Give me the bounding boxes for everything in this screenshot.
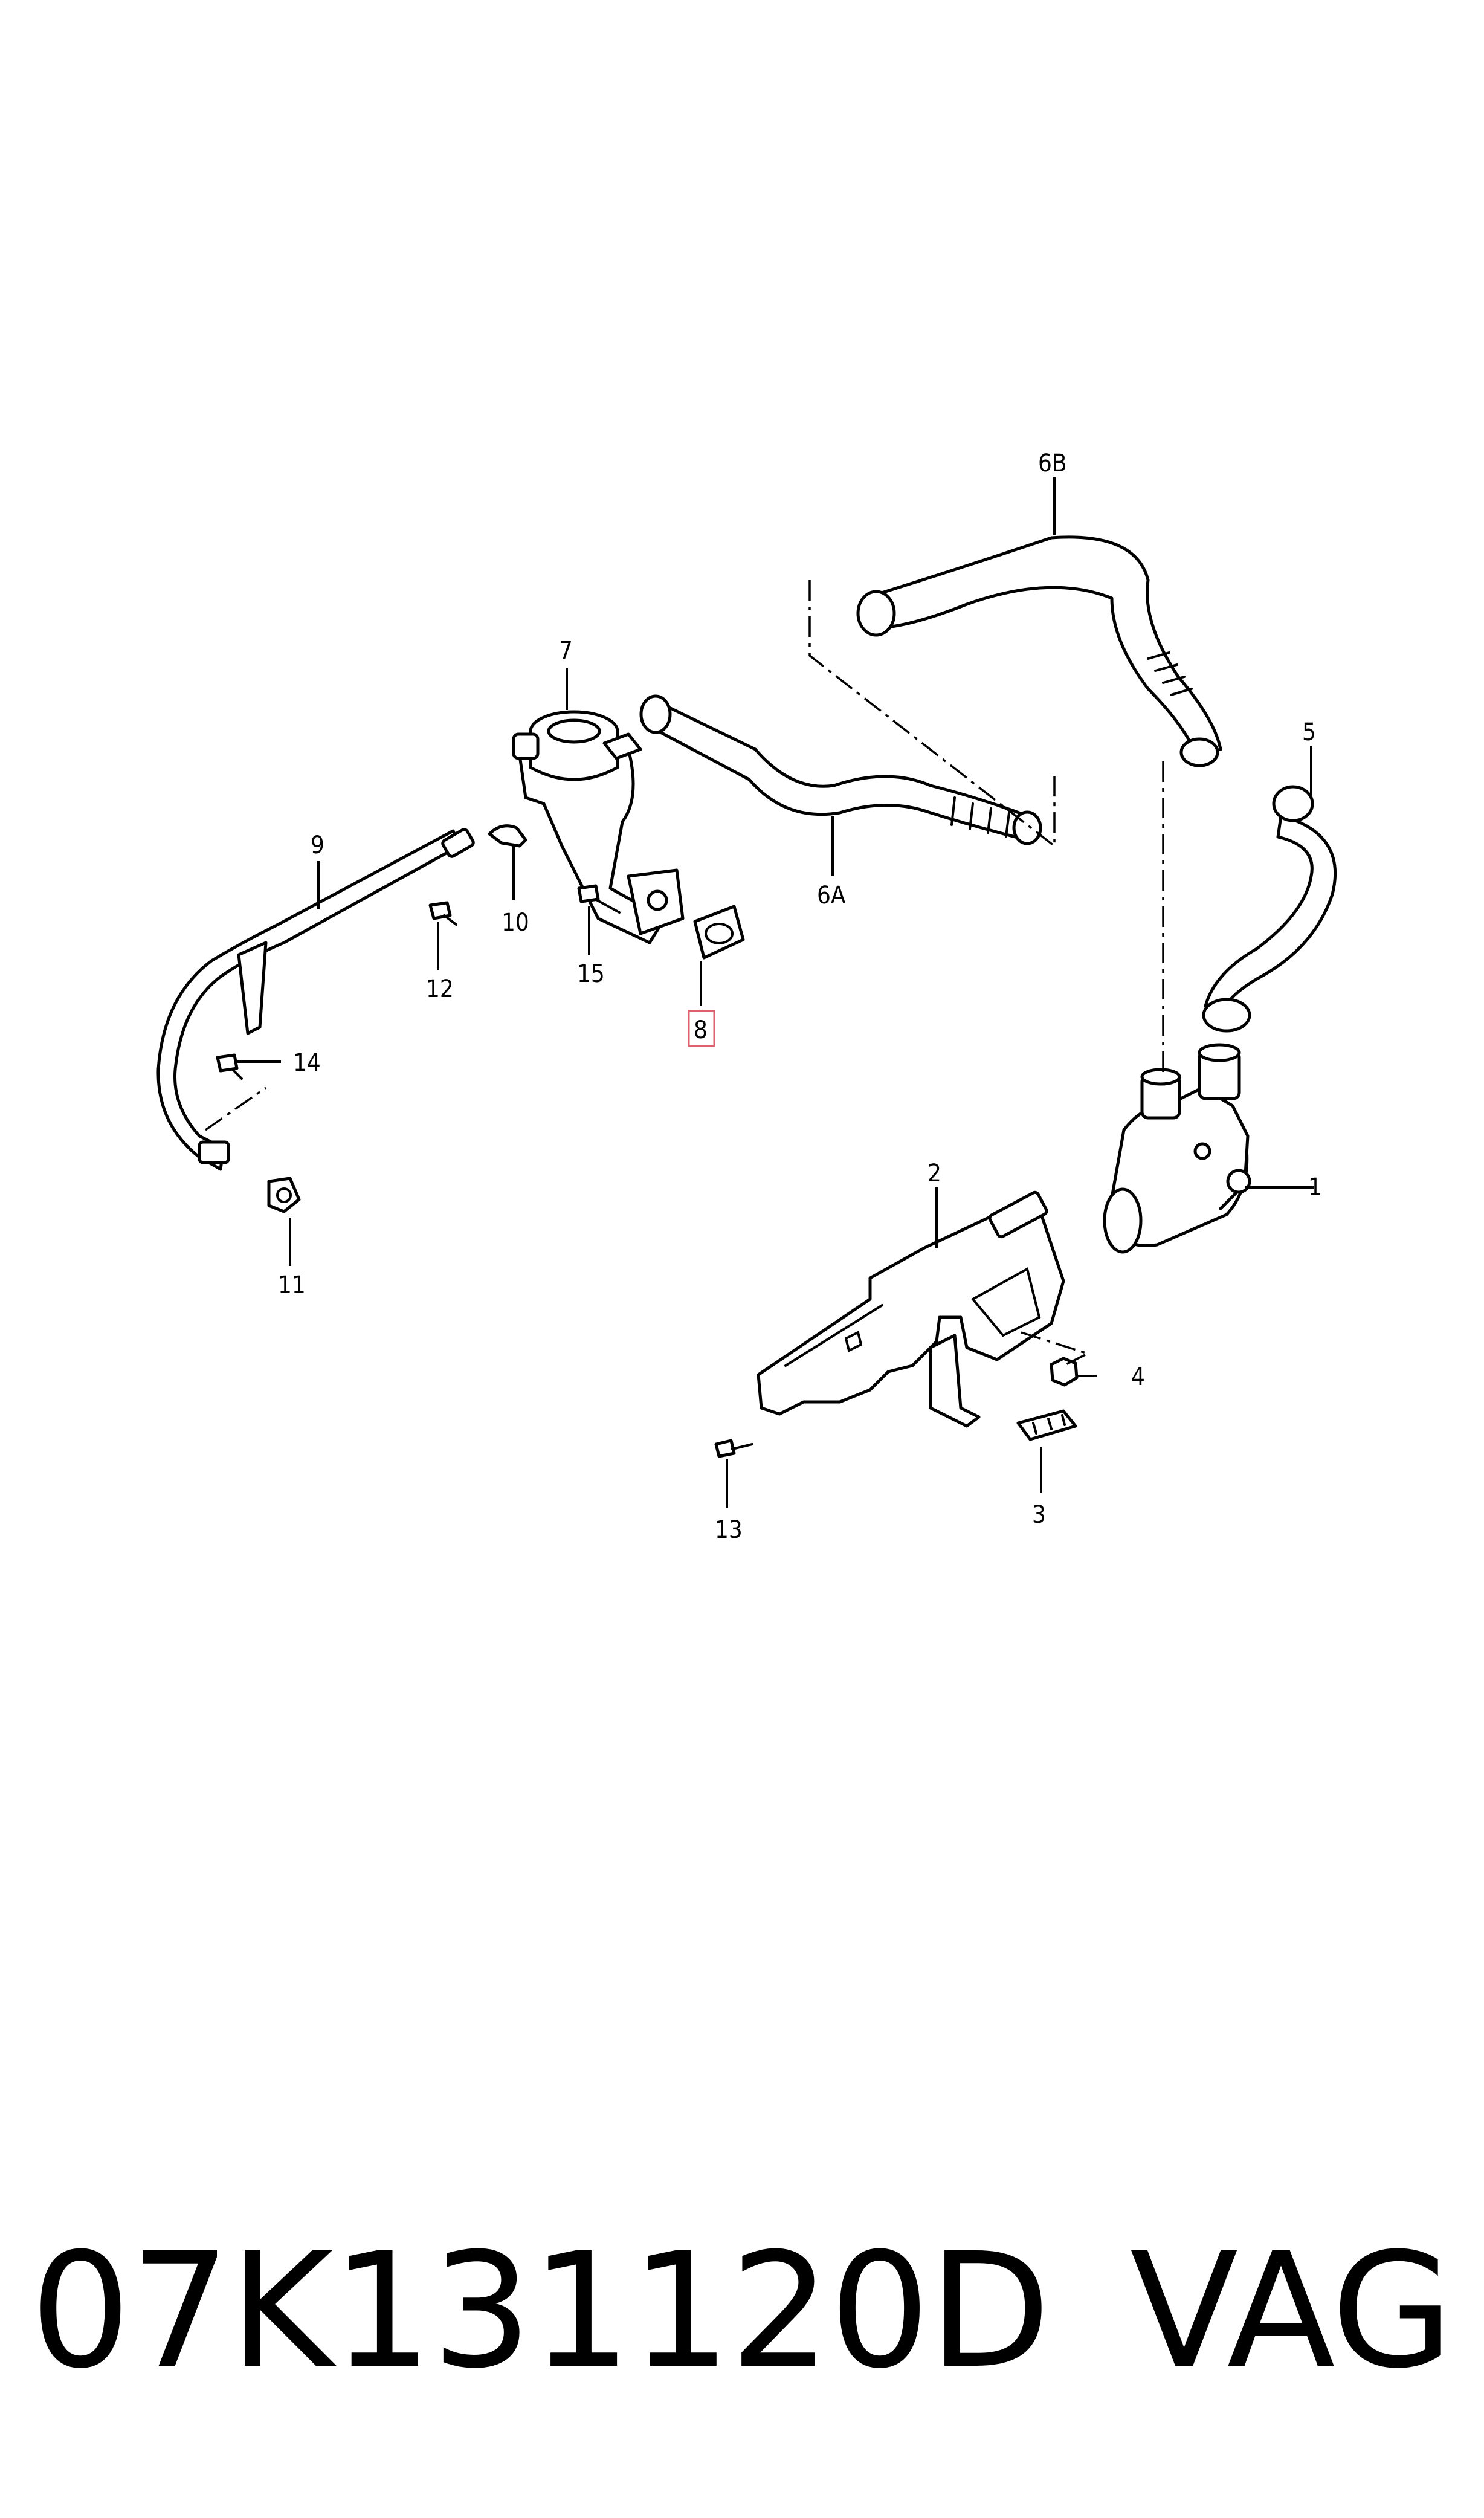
pipe <box>156 828 475 1171</box>
part-number: 07K131120D <box>30 2219 1051 2403</box>
callout-5: 5 <box>1302 718 1316 746</box>
secondary-air-pump <box>1103 1043 1251 1254</box>
callout-12: 12 <box>426 975 454 1003</box>
callout-8: 8 <box>694 1016 708 1044</box>
callout-3: 3 <box>1032 1501 1046 1529</box>
clip <box>1016 1409 1077 1441</box>
hose-6b <box>856 535 1222 767</box>
callout-6a: 6A <box>817 882 846 909</box>
callout-4: 4 <box>1131 1363 1145 1391</box>
connection-line-4 <box>1021 1331 1091 1367</box>
assembly-box-6 <box>808 580 1056 848</box>
callout-13: 13 <box>715 1516 743 1544</box>
bolt-13 <box>714 1439 753 1458</box>
highlight-box-8 <box>688 1010 715 1047</box>
hose-5 <box>1202 785 1337 1033</box>
gasket <box>693 905 745 960</box>
connection-line-14 <box>204 1086 267 1131</box>
brand-name: VAG <box>1130 2219 1454 2403</box>
nut <box>1050 1357 1079 1387</box>
callout-6b: 6B <box>1038 450 1067 477</box>
bolt-15 <box>577 884 621 914</box>
bracket-10 <box>488 824 527 848</box>
callout-14: 14 <box>293 1049 321 1077</box>
callout-9: 9 <box>311 831 324 859</box>
callout-1: 1 <box>1308 1173 1322 1201</box>
clamp <box>267 1177 301 1213</box>
hose-6a <box>639 694 1042 845</box>
callout-7: 7 <box>559 637 573 665</box>
bolt-14 <box>216 1053 243 1080</box>
callout-15: 15 <box>577 960 605 988</box>
callout-2: 2 <box>928 1160 941 1187</box>
mounting-bracket <box>757 1190 1065 1428</box>
callout-11: 11 <box>278 1271 306 1299</box>
bolt-12 <box>428 901 457 926</box>
callout-10: 10 <box>502 909 529 937</box>
combination-valve <box>512 710 685 944</box>
